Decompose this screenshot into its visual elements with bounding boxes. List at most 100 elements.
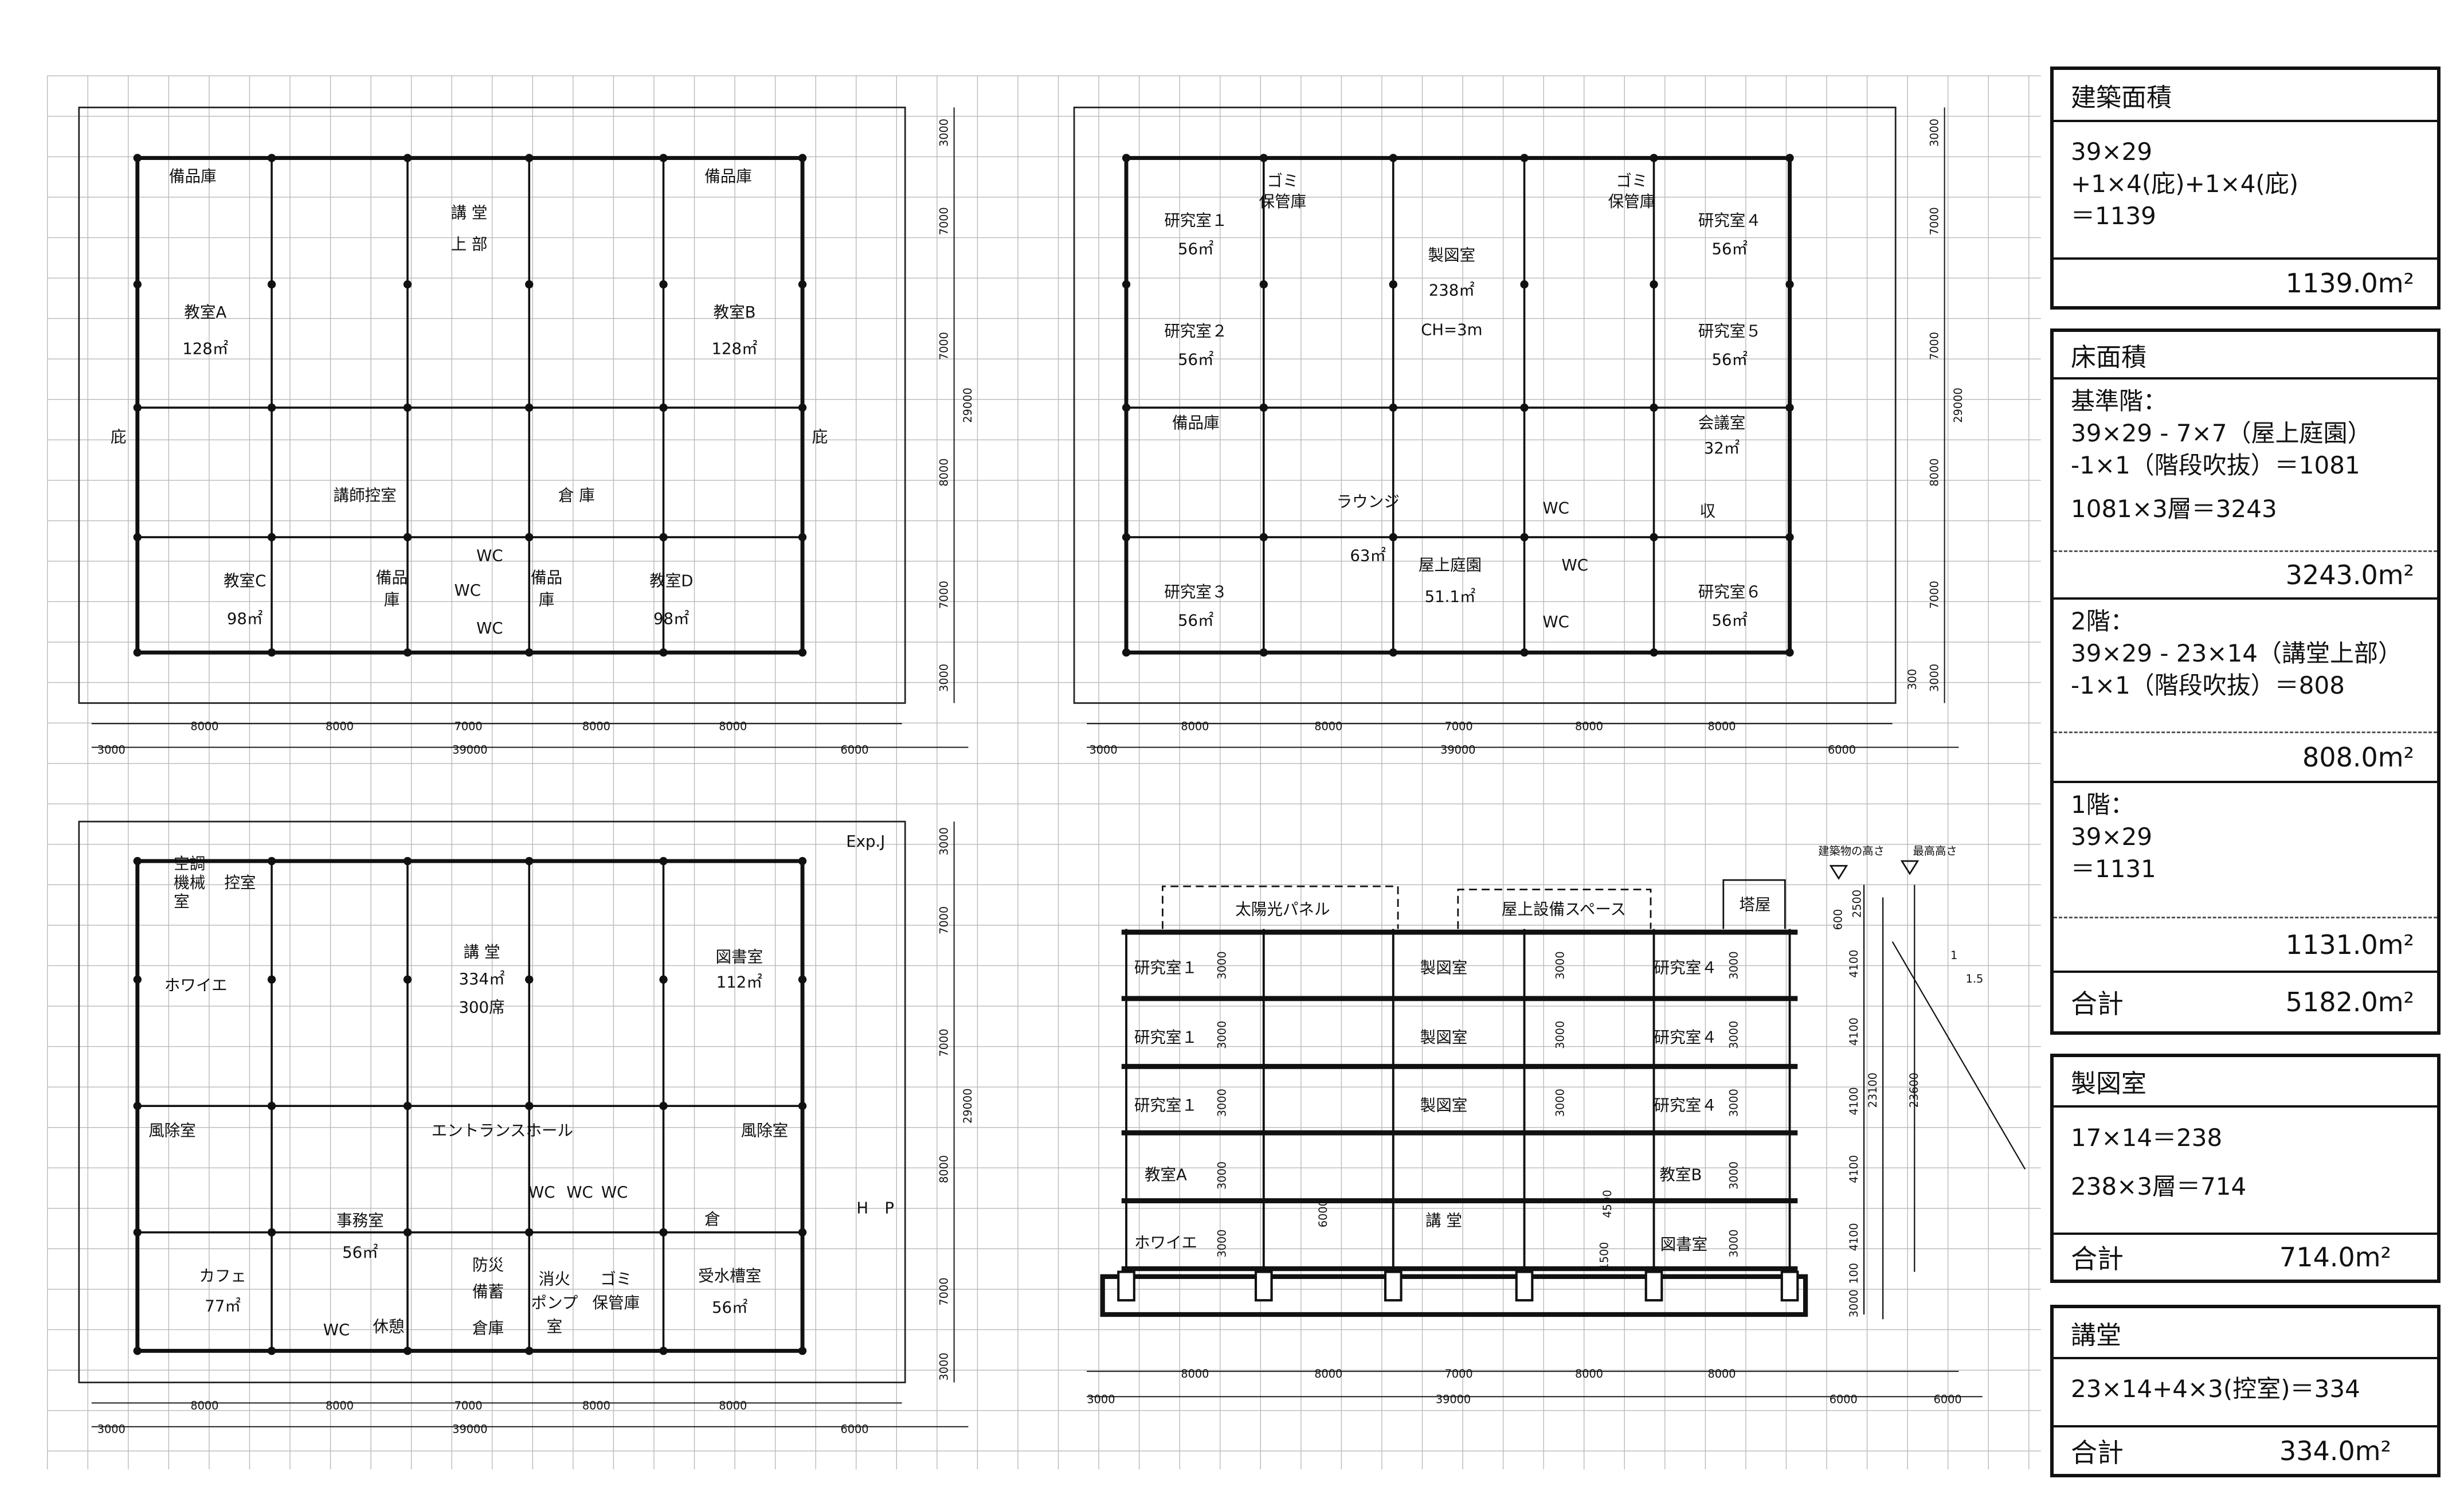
room-label: Exp.J bbox=[846, 832, 885, 851]
penthouse-outline bbox=[1722, 879, 1786, 929]
room-label: 備蓄 bbox=[472, 1283, 504, 1301]
equipment-space-outline bbox=[1457, 889, 1652, 929]
dimension-label: 3000 bbox=[1727, 1021, 1741, 1049]
room-label: 研究室４ bbox=[1698, 212, 1761, 230]
dimension-label: 3000 bbox=[938, 664, 951, 692]
column bbox=[525, 856, 534, 866]
room-label: WC bbox=[476, 546, 503, 565]
dimension-label: 29000 bbox=[961, 388, 974, 423]
column bbox=[1520, 648, 1529, 657]
calc-line: -1×1（階段吹抜）＝1081 bbox=[2071, 451, 2360, 479]
room-label: 講 堂 bbox=[451, 204, 488, 222]
room-label: 300席 bbox=[459, 999, 505, 1017]
calc-line: -1×1（階段吹抜）＝808 bbox=[2071, 671, 2345, 699]
floor-area-title: 床面積 bbox=[2054, 332, 2437, 380]
dimension-label: 39000 bbox=[452, 1423, 487, 1436]
room-label: 庇 bbox=[111, 428, 127, 447]
dimension-label: 2500 bbox=[1851, 890, 1864, 918]
column bbox=[798, 403, 807, 412]
floor-area-table: 床面積 基準階： 39×29 - 7×7（屋上庭園） -1×1（階段吹抜）＝10… bbox=[2050, 328, 2441, 1035]
room-label: CH=3m bbox=[1421, 320, 1482, 339]
slope-label: 1.5 bbox=[1966, 972, 1984, 985]
calc-line: 2階： bbox=[2071, 607, 2134, 635]
room-label: P bbox=[884, 1199, 894, 1218]
column bbox=[798, 975, 807, 984]
room-label: 備品庫 bbox=[169, 167, 217, 186]
dimension-label: 3000 bbox=[1216, 1229, 1229, 1257]
dimension-label: 3000 bbox=[1216, 951, 1229, 979]
column bbox=[133, 975, 142, 984]
room-label: 教室B bbox=[1659, 1166, 1702, 1184]
column bbox=[525, 533, 534, 542]
column bbox=[1389, 403, 1397, 412]
column bbox=[403, 648, 412, 657]
dimension-label: 8000 bbox=[1708, 1367, 1736, 1380]
line bbox=[1891, 941, 2026, 1169]
room-label: 112㎡ bbox=[716, 973, 762, 992]
unit: m² bbox=[2377, 929, 2414, 960]
dimension-label: 7000 bbox=[938, 1028, 951, 1057]
column bbox=[133, 856, 142, 866]
building-area-title: 建築面積 bbox=[2054, 70, 2437, 122]
dimension-label: 8000 bbox=[1575, 719, 1603, 733]
dimension-label: 4100 bbox=[1847, 1155, 1860, 1183]
value: 714.0 bbox=[2279, 1242, 2355, 1273]
room-label: ホワイエ bbox=[1134, 1234, 1197, 1252]
footing bbox=[1384, 1270, 1403, 1302]
room-label: 受水槽室 bbox=[698, 1267, 761, 1285]
dimension-label: 29000 bbox=[1952, 388, 1965, 423]
room-label: 56㎡ bbox=[1178, 240, 1214, 259]
column bbox=[267, 280, 276, 289]
dimension-label: 600 bbox=[1831, 909, 1844, 930]
calc-line: 17×14＝238 bbox=[2071, 1124, 2223, 1152]
drafting-room-title: 製図室 bbox=[2054, 1057, 2437, 1108]
room-label: 備品庫 bbox=[704, 167, 752, 186]
room-label: 備品 bbox=[376, 569, 408, 587]
room-label: WC bbox=[1561, 556, 1588, 574]
column bbox=[659, 648, 668, 657]
dimension-label: 3000 bbox=[1553, 1089, 1566, 1117]
room-label: WC bbox=[601, 1183, 628, 1202]
column bbox=[525, 1228, 534, 1237]
dimension-label: 3000 bbox=[1553, 1021, 1566, 1049]
dimension-label: 3000 bbox=[97, 1423, 126, 1436]
room-label: 研究室１ bbox=[1134, 1028, 1197, 1047]
dimension-label: 1500 bbox=[1598, 1242, 1611, 1270]
column bbox=[1520, 403, 1529, 412]
room-label: 保管庫 bbox=[593, 1294, 640, 1312]
unit: m² bbox=[2377, 987, 2414, 1018]
dimension-label: 23100 bbox=[1866, 1073, 1879, 1108]
column bbox=[1389, 154, 1397, 162]
calc-line: 39×29 - 23×14（講堂上部） bbox=[2071, 639, 2403, 667]
column bbox=[659, 403, 668, 412]
first-floor-calc: 1階： 39×29 ＝1131 bbox=[2054, 781, 2437, 917]
value: 5182.0 bbox=[2285, 987, 2378, 1018]
column bbox=[798, 154, 807, 162]
column bbox=[133, 648, 142, 657]
room-label: 77㎡ bbox=[205, 1297, 241, 1315]
room-label: WC bbox=[476, 619, 503, 637]
second-floor-plan: 備品庫講 堂上 部備品庫教室A128㎡教室B128㎡庇庇講師控室倉 庫WCWCW… bbox=[78, 107, 974, 757]
site-boundary bbox=[78, 107, 906, 704]
auditorium-calc: 23×14+4×3(控室)＝334 bbox=[2054, 1359, 2437, 1425]
column bbox=[403, 154, 412, 162]
room-label: 庫 bbox=[539, 591, 555, 609]
column bbox=[659, 1228, 668, 1237]
column bbox=[1520, 154, 1529, 162]
room-label: 128㎡ bbox=[711, 339, 757, 358]
column bbox=[525, 403, 534, 412]
unit: m² bbox=[2377, 741, 2414, 773]
room-label: 教室A bbox=[184, 303, 226, 322]
calc-line: 基準階： bbox=[2071, 387, 2168, 415]
column bbox=[1389, 533, 1397, 542]
dimension-label: 6000 bbox=[840, 1423, 868, 1436]
column bbox=[1259, 533, 1268, 542]
dimension-label: 4100 bbox=[1847, 950, 1860, 978]
room-label: 56㎡ bbox=[1178, 351, 1214, 369]
dimension-label: 6000 bbox=[1934, 1392, 1962, 1406]
room-label: 56㎡ bbox=[1178, 611, 1214, 629]
room-label: 防災 bbox=[472, 1256, 504, 1274]
column bbox=[1785, 648, 1794, 657]
